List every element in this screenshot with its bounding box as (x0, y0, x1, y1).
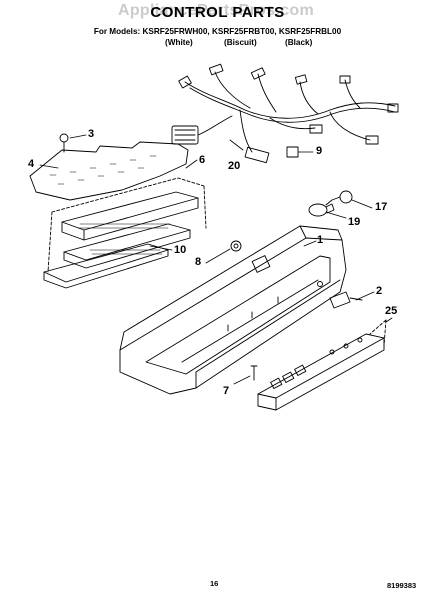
callout-8: 8 (195, 256, 202, 268)
callout-7: 7 (223, 385, 230, 397)
control-board-bottom (43, 243, 169, 289)
control-housing (119, 225, 347, 395)
page-number: 16 (210, 579, 219, 588)
callout-6: 6 (199, 154, 206, 166)
color-biscuit: (Biscuit) (224, 38, 257, 47)
callout-9: 9 (316, 145, 323, 157)
grommet (230, 240, 242, 252)
color-black: (Black) (285, 38, 313, 47)
light-bulb (308, 203, 335, 217)
callout-25: 25 (385, 305, 398, 317)
light-socket (325, 190, 353, 206)
housing-screw (250, 365, 258, 381)
callout-2: 2 (376, 285, 383, 297)
models-line: For Models: KSRF25FRWH00, KSRF25FRBT00, … (93, 27, 342, 36)
control-shield (29, 141, 189, 201)
control-board-upper (61, 191, 199, 241)
callout-10: 10 (174, 244, 187, 256)
page-title: CONTROL PARTS (150, 4, 285, 21)
watermark: AppliancePartsPros.com (118, 2, 314, 19)
callout-17: 17 (375, 201, 388, 213)
document-number: 8199383 (387, 581, 417, 590)
callout-19: 19 (348, 216, 361, 228)
control-overlay (257, 333, 385, 411)
callout-20: 20 (228, 160, 241, 172)
callout-4: 4 (28, 158, 35, 170)
callout-1: 1 (317, 234, 324, 246)
wiring-harness (171, 63, 399, 164)
callout-leaders (39, 134, 393, 385)
color-white: (White) (165, 38, 193, 47)
clip-part (286, 146, 299, 158)
mounting-screw (59, 133, 69, 153)
callout-3: 3 (88, 128, 95, 140)
switch (329, 291, 363, 309)
